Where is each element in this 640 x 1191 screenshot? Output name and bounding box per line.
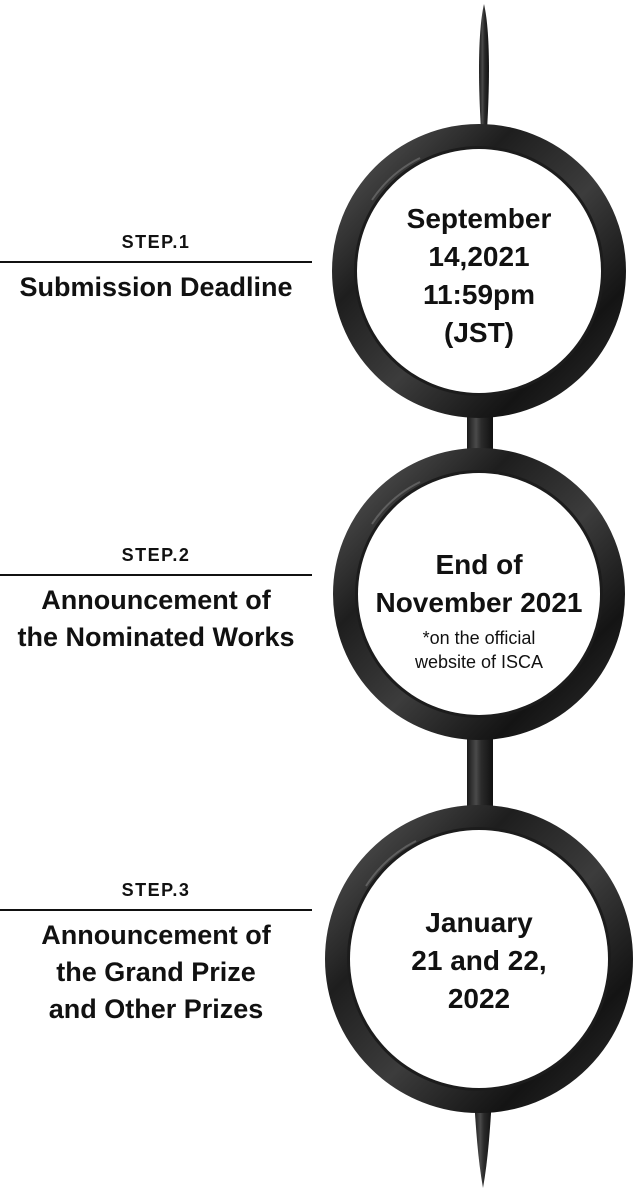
- step-3-label: STEP.3: [121, 880, 191, 900]
- step-1-title-line: Submission Deadline: [19, 272, 293, 302]
- step-3-title-line: the Grand Prize: [56, 957, 256, 987]
- step-1-date-line: (JST): [444, 317, 514, 348]
- step-2-note-line: *on the official: [422, 628, 536, 648]
- step-1-date-line: September: [406, 203, 552, 234]
- step-3-title: Announcement of the Grand Prize and Othe…: [0, 917, 312, 1028]
- step-1-divider: [0, 261, 312, 263]
- step-3-date-line: January: [425, 907, 533, 938]
- step-3-title-line: and Other Prizes: [48, 994, 264, 1024]
- step-3-date-line: 2022: [447, 983, 511, 1014]
- step-1-date: September 14,2021 11:59pm (JST): [369, 200, 589, 352]
- step-3-block: STEP.3 Announcement of the Grand Prize a…: [0, 878, 312, 1028]
- step-2-date-line: End of: [435, 549, 523, 580]
- step-1-date-line: 14,2021: [428, 241, 530, 272]
- step-3-divider: [0, 909, 312, 911]
- step-2-divider: [0, 574, 312, 576]
- step-2-date-line: November 2021: [375, 587, 583, 618]
- step-2-title-line: Announcement of: [41, 585, 271, 615]
- step-1-ring: [332, 124, 626, 418]
- step-3-date-line: 21 and 22,: [411, 945, 547, 976]
- step-1-title: Submission Deadline: [0, 269, 312, 306]
- timeline-bottom-spike: [474, 1098, 492, 1188]
- step-2-date: End of November 2021 *on the official we…: [369, 546, 589, 674]
- step-2-label: STEP.2: [121, 545, 191, 565]
- step-3-date: January 21 and 22, 2022: [369, 904, 589, 1018]
- step-1-block: STEP.1 Submission Deadline: [0, 230, 312, 306]
- step-3-ring: [325, 805, 633, 1113]
- step-2-title-line: the Nominated Works: [17, 622, 295, 652]
- timeline-top-spike: [479, 4, 489, 130]
- step-1-label: STEP.1: [121, 232, 191, 252]
- step-2-note: *on the official website of ISCA: [369, 626, 589, 674]
- step-2-title: Announcement of the Nominated Works: [0, 582, 312, 656]
- step-2-block: STEP.2 Announcement of the Nominated Wor…: [0, 543, 312, 656]
- step-1-date-line: 11:59pm: [422, 279, 536, 310]
- step-3-title-line: Announcement of: [41, 920, 271, 950]
- step-2-ring: [333, 448, 625, 740]
- step-2-note-line: website of ISCA: [414, 652, 544, 672]
